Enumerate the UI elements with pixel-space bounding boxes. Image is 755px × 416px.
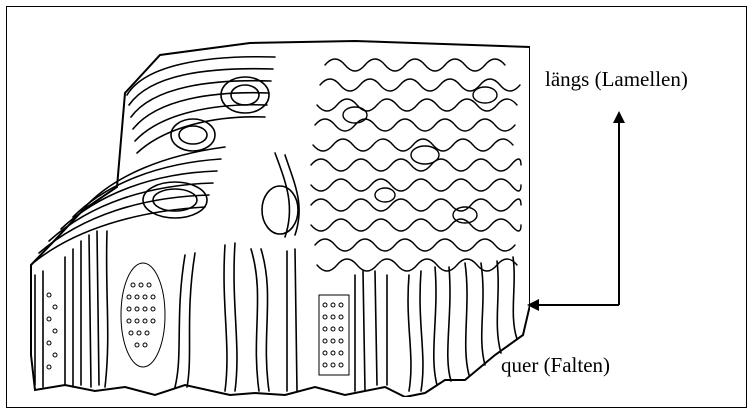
longitudinal-label: längs (Lamellen)	[545, 69, 688, 90]
figure-frame: längs (Lamellen) quer (Falten)	[6, 6, 747, 408]
transverse-label: quer (Falten)	[501, 355, 610, 376]
